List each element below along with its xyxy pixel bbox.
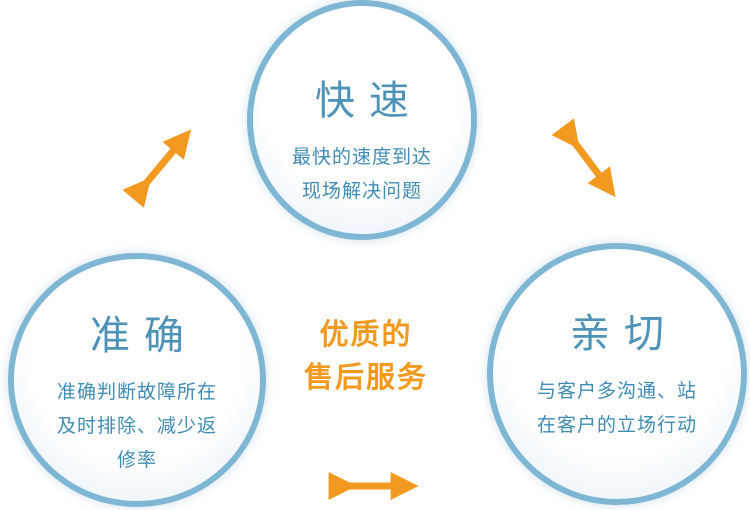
node-speed-line2: 现场解决问题 [301,180,422,202]
node-accurate: 准确 准确判断故障所在 及时排除、减少返 修率 [8,253,266,507]
node-speed-desc: 最快的速度到达 现场解决问题 [253,140,471,208]
center-label: 优质的 售后服务 [296,313,436,399]
node-speed-title: 快速 [315,78,423,124]
node-kind-line2: 在客户的立场行动 [536,414,697,436]
node-speed: 快速 最快的速度到达 现场解决问题 [247,0,477,240]
node-kind-line1: 与客户多沟通、站 [536,380,697,402]
node-accurate-line2: 及时排除、减少返 [56,415,217,437]
node-accurate-line3: 修率 [116,449,157,471]
node-accurate-title: 准确 [90,313,198,359]
node-kind: 亲切 与客户多沟通、站 在客户的立场行动 [487,243,747,505]
node-speed-line1: 最快的速度到达 [291,146,432,168]
node-kind-desc: 与客户多沟通、站 在客户的立场行动 [493,374,741,442]
arrow-speed-kind-icon [551,118,616,198]
arrow-accurate-speed-icon [122,129,192,208]
center-line2: 售后服务 [303,360,428,394]
node-accurate-desc: 准确判断故障所在 及时排除、减少返 修率 [14,375,260,477]
node-accurate-line1: 准确判断故障所在 [56,381,217,403]
center-line1: 优质的 [319,317,413,351]
node-kind-title: 亲切 [570,311,678,357]
